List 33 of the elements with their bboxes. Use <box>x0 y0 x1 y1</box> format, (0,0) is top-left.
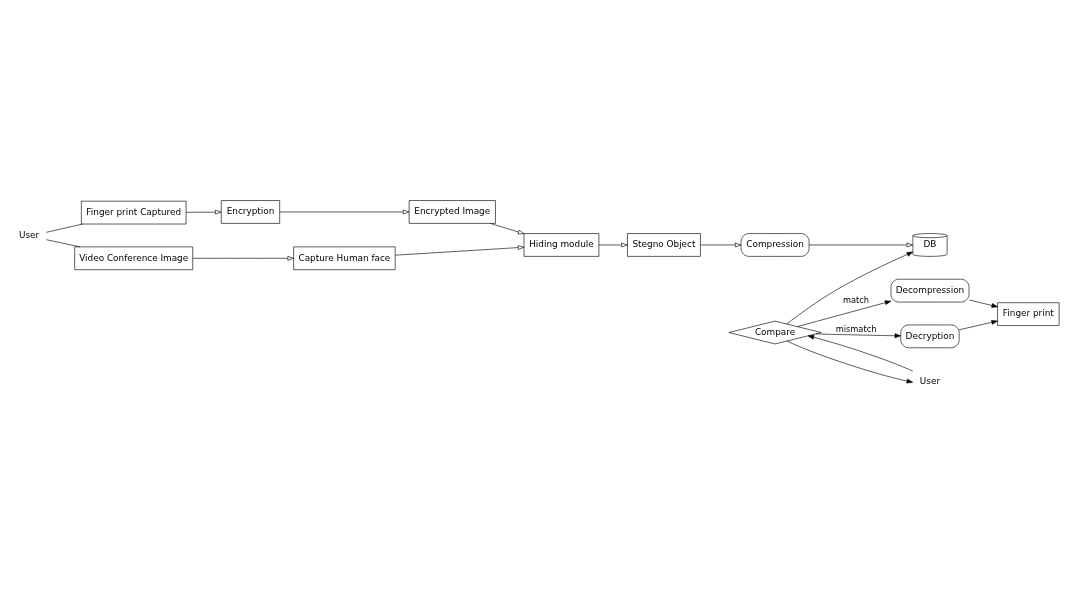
node-box: Decryption <box>900 324 960 349</box>
node-diamond: Compare <box>728 320 822 345</box>
arrow <box>490 223 525 235</box>
edge-label: mismatch <box>835 324 877 335</box>
arrow <box>279 209 410 215</box>
node-box: Compression <box>740 233 810 257</box>
node-box: Hiding module <box>523 233 600 257</box>
node-box: Stegno Object <box>627 233 701 257</box>
node-box: Encrypted Image <box>408 200 496 224</box>
node-text: User <box>919 376 941 387</box>
arrow <box>700 242 742 248</box>
arrow <box>968 299 998 308</box>
node-box: Decompression <box>890 278 970 303</box>
edge-label: match <box>843 294 870 305</box>
node-text: User <box>18 230 40 241</box>
arrow <box>185 209 222 215</box>
node-box: Finger print <box>997 302 1060 326</box>
arrow <box>192 255 294 261</box>
arrow <box>395 245 525 256</box>
arrow <box>808 242 913 248</box>
arrow <box>786 251 914 325</box>
arrow <box>958 320 998 331</box>
node-box: Encryption <box>220 200 280 224</box>
node-box: Capture Human face <box>293 246 396 271</box>
node-box: Finger print Captured <box>81 200 187 225</box>
connector <box>45 223 84 233</box>
arrow <box>807 335 914 372</box>
arrow <box>797 300 892 327</box>
arrow <box>815 333 901 339</box>
connector <box>45 239 81 248</box>
arrow <box>786 340 913 384</box>
arrow <box>598 242 628 248</box>
node-box: Video Conference Image <box>74 246 194 271</box>
